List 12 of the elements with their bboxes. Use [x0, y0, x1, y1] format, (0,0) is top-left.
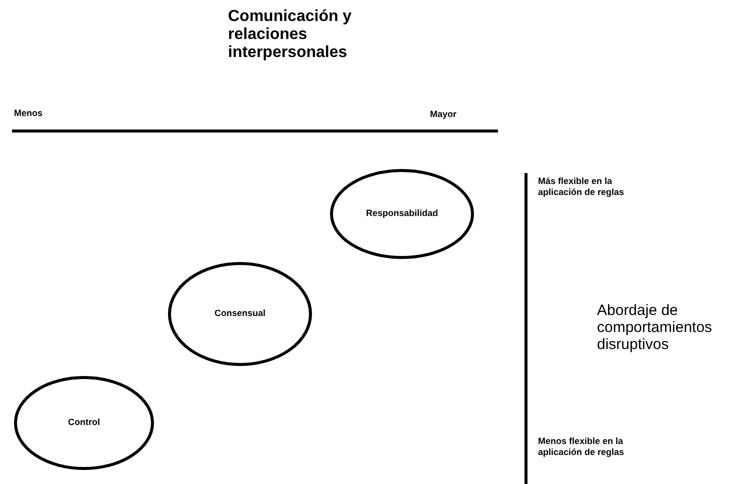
- ellipse-node: [168, 262, 312, 366]
- text-label: Menos flexible en la aplicación de reglas: [538, 436, 626, 458]
- text-label: Abordaje de comportamientos disruptivos: [597, 302, 714, 353]
- text-label: Menos: [14, 107, 44, 120]
- heading: Comunicación y relaciones interpersonales: [228, 8, 353, 62]
- text-label: Mayor: [430, 108, 458, 121]
- text-label: Más flexible en la aplicación de reglas: [538, 176, 626, 198]
- node-label: Control: [68, 416, 100, 430]
- node-label: Responsabilidad: [366, 207, 438, 220]
- node-label: Consensual: [214, 307, 266, 320]
- ellipse-node: [14, 376, 154, 470]
- ellipse-node: [330, 169, 474, 259]
